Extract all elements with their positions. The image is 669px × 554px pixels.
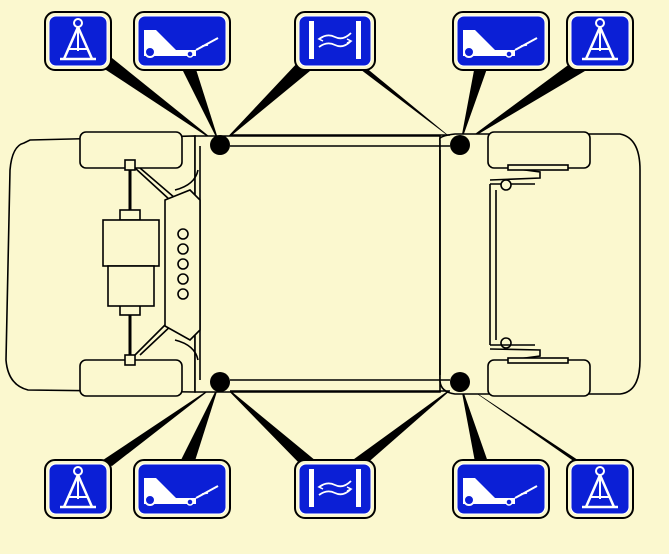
lift-points (210, 135, 470, 392)
front-right-lift-point (450, 135, 470, 155)
rear-differential (102, 219, 160, 267)
badge-top-5 (566, 11, 634, 71)
badge-top-3 (294, 11, 376, 71)
badge-bottom-1 (44, 459, 112, 519)
badge-bottom-3 (294, 459, 376, 519)
rear-right-lift-point (450, 372, 470, 392)
connector-lines (100, 58, 590, 468)
wheel-front-left (487, 131, 591, 169)
rear-left-lift-point (210, 372, 230, 392)
badge-bottom-5 (566, 459, 634, 519)
badge-top-4 (452, 11, 550, 71)
wheel-front-right (487, 359, 591, 397)
badge-bottom-4 (452, 459, 550, 519)
front-left-lift-point (210, 135, 230, 155)
badge-top-2 (133, 11, 231, 71)
badge-bottom-2 (133, 459, 231, 519)
badge-top-1 (44, 11, 112, 71)
car-body (5, 135, 196, 393)
car-outline (5, 131, 641, 397)
